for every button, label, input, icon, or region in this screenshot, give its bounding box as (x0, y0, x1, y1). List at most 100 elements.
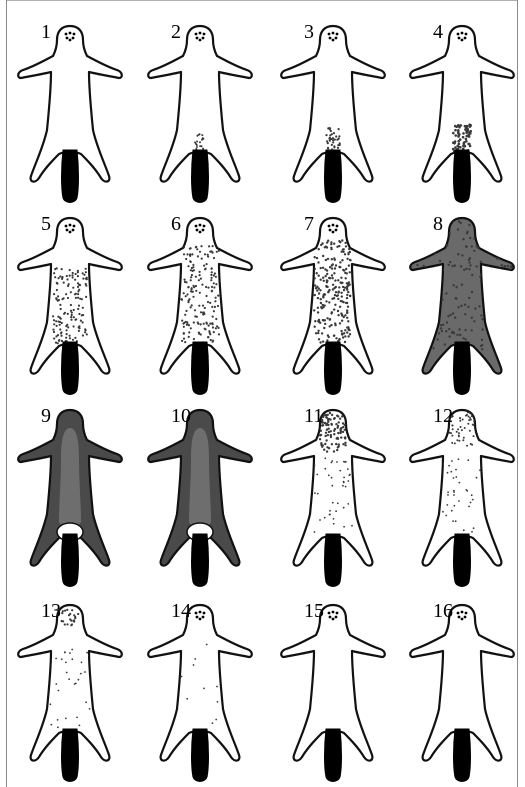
pelt-stipple (458, 500, 460, 502)
pelt-stipple (204, 253, 206, 255)
pelt-stipple (346, 297, 348, 299)
pelt-stipple (192, 296, 194, 298)
pelt-stipple (183, 292, 185, 294)
pelt-stipple (322, 255, 324, 257)
pelt-stipple (339, 432, 341, 434)
pelt-stipple (339, 241, 341, 243)
pelt-stipple (452, 312, 454, 314)
pelt-stipple (208, 325, 210, 327)
pelt-stipple (453, 494, 455, 496)
pelt-stipple (323, 449, 325, 451)
pelt-stipple (473, 320, 475, 322)
pelt-stipple (412, 311, 414, 313)
pelt-stipple (211, 271, 213, 273)
pelt-stipple (210, 279, 212, 281)
pelt-stipple (337, 294, 339, 296)
pelt-stipple (338, 138, 340, 140)
pelt-drawing (268, 18, 398, 208)
pelt-stipple (317, 493, 319, 495)
pelt-stipple (71, 623, 73, 625)
pelt-head-spot (335, 37, 338, 40)
pelt-stipple (337, 502, 339, 504)
pelt-panel-10: 10 (135, 402, 265, 592)
pelt-head-spot (66, 229, 69, 232)
pelt-stipple (455, 476, 457, 478)
pelt-stipple (74, 683, 76, 685)
pelt-stipple (316, 289, 318, 291)
pelt-stipple (319, 289, 321, 291)
pelt-stipple (457, 428, 459, 430)
pelt-drawing (268, 210, 398, 400)
pelt-stipple (454, 134, 457, 137)
pelt-stipple (71, 274, 73, 276)
pelt-stipple (65, 337, 67, 339)
pelt-tail (454, 150, 471, 203)
pelt-stipple (502, 335, 504, 337)
pelt-stipple (59, 304, 61, 306)
pelt-stipple (479, 469, 481, 471)
pelt-stipple (446, 321, 448, 323)
pelt-stipple (80, 673, 82, 675)
pelt-stipple (316, 257, 318, 259)
pelt-stipple (56, 282, 58, 284)
pelt-head-spot (73, 225, 76, 228)
pelt-stipple (211, 267, 213, 269)
pelt-stipple (334, 322, 336, 324)
pelt-stipple (67, 313, 69, 315)
pelt-stipple (342, 485, 344, 487)
pelt-stipple (458, 328, 460, 330)
pelt-stipple (206, 644, 208, 646)
pelt-stipple (69, 613, 71, 615)
pelt-stipple (498, 312, 500, 314)
pelt-stipple (334, 267, 336, 269)
pelt-stipple (70, 319, 72, 321)
pelt-stipple (324, 323, 326, 325)
pelt-drawing (5, 402, 135, 592)
pelt-stipple (341, 300, 343, 302)
pelt-stipple (491, 307, 493, 309)
pelt-head-spot (335, 616, 338, 619)
pelt-stipple (333, 450, 335, 452)
pelt-stipple (317, 332, 319, 334)
pelt-stipple (54, 276, 56, 278)
pelt-stipple (86, 333, 88, 335)
pelt-stipple (486, 223, 488, 225)
pelt-stipple (333, 518, 335, 520)
pelt-head-spot (332, 32, 335, 35)
pelt-stipple (59, 324, 61, 326)
pelt-stipple (203, 688, 205, 690)
pelt-tail (325, 342, 342, 395)
pelt-stipple (434, 298, 436, 300)
pelt-stipple (433, 248, 435, 250)
pelt-stipple (464, 313, 466, 315)
pelt-stipple (418, 330, 420, 332)
pelt-stipple (186, 293, 188, 295)
pelt-tail (325, 150, 342, 203)
pelt-head-spot (66, 37, 69, 40)
pelt-stipple (346, 311, 348, 313)
pelt-stipple (53, 323, 55, 325)
pelt-tail (325, 534, 342, 587)
pelt-stipple (470, 443, 472, 445)
pelt-stipple (314, 256, 316, 258)
panel-number-label: 7 (304, 214, 314, 234)
pelt-stipple (190, 269, 192, 271)
pelt-stipple (89, 708, 91, 710)
pelt-stipple (506, 257, 508, 259)
pelt-stipple (346, 289, 348, 291)
pelt-stipple (191, 253, 193, 255)
pelt-panel-8: 8 (397, 210, 525, 400)
pelt-stipple (325, 275, 327, 277)
pelt-stipple (78, 284, 80, 286)
pelt-stipple (343, 477, 345, 479)
pelt-stipple (345, 486, 347, 488)
pelt-stipple (453, 490, 455, 492)
pelt-head-spot (196, 37, 199, 40)
pelt-stipple (59, 328, 61, 330)
pelt-stipple (53, 337, 55, 339)
pelt-tail (454, 534, 471, 587)
pelt-stipple (444, 343, 446, 345)
pelt-stipple (454, 125, 457, 128)
pelt-stipple (61, 612, 63, 614)
pelt-stipple (336, 415, 338, 417)
